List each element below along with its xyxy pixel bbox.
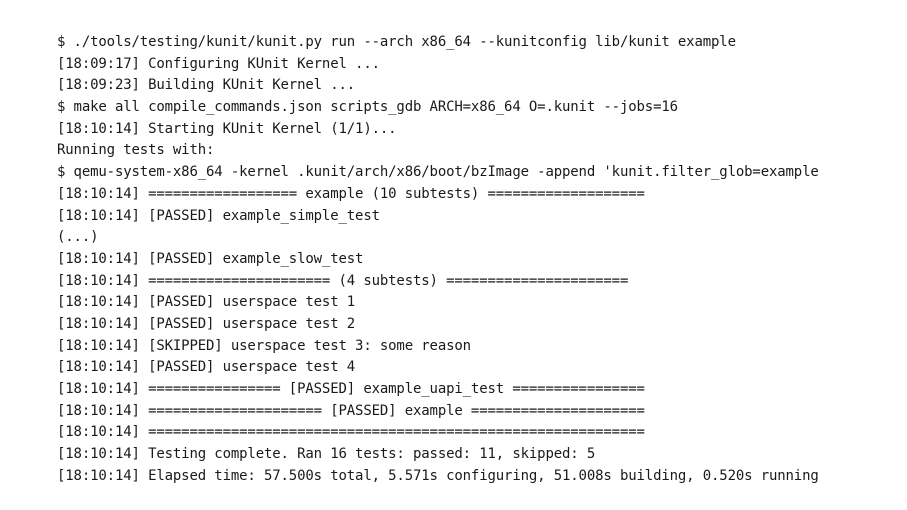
command-line-make: $ make all compile_commands.json scripts… xyxy=(57,99,678,116)
log-line-ellipsis: (...) xyxy=(57,229,99,246)
log-line-subsuite-footer: [18:10:14] ================ [PASSED] exa… xyxy=(57,381,645,397)
log-line-test-result: [18:10:14] [PASSED] userspace test 2 xyxy=(57,315,356,332)
log-line-test-result: [18:10:14] [PASSED] example_slow_test xyxy=(57,250,364,267)
log-line-building: [18:09:23] Building KUnit Kernel ... xyxy=(57,77,356,94)
log-line-starting: [18:10:14] Starting KUnit Kernel (1/1)..… xyxy=(57,120,397,137)
log-line-test-skipped: [18:10:14] [SKIPPED] userspace test 3: s… xyxy=(57,337,471,354)
log-line-test-result: [18:10:14] [PASSED] userspace test 1 xyxy=(57,294,356,311)
log-line-test-result: [18:10:14] [PASSED] example_simple_test xyxy=(57,207,380,224)
log-line-testing-complete: [18:10:14] Testing complete. Ran 16 test… xyxy=(57,446,596,463)
log-line-running-tests: Running tests with: xyxy=(57,142,215,159)
log-line-test-result: [18:10:14] [PASSED] userspace test 4 xyxy=(57,359,356,376)
log-line-subsuite-header: [18:10:14] ====================== (4 sub… xyxy=(57,272,629,289)
log-line-configuring: [18:09:17] Configuring KUnit Kernel ... xyxy=(57,55,380,72)
terminal-output: $ ./tools/testing/kunit/kunit.py run --a… xyxy=(57,32,907,487)
log-line-suite-footer: [18:10:14] ===================== [PASSED… xyxy=(57,402,645,419)
log-line-elapsed-time: [18:10:14] Elapsed time: 57.500s total, … xyxy=(57,467,819,484)
command-line-qemu: $ qemu-system-x86_64 -kernel .kunit/arch… xyxy=(57,164,819,181)
log-line-separator: [18:10:14] =============================… xyxy=(57,424,645,441)
command-line-kunit-run: $ ./tools/testing/kunit/kunit.py run --a… xyxy=(57,34,736,50)
log-line-suite-header: [18:10:14] ================== example (1… xyxy=(57,185,645,202)
